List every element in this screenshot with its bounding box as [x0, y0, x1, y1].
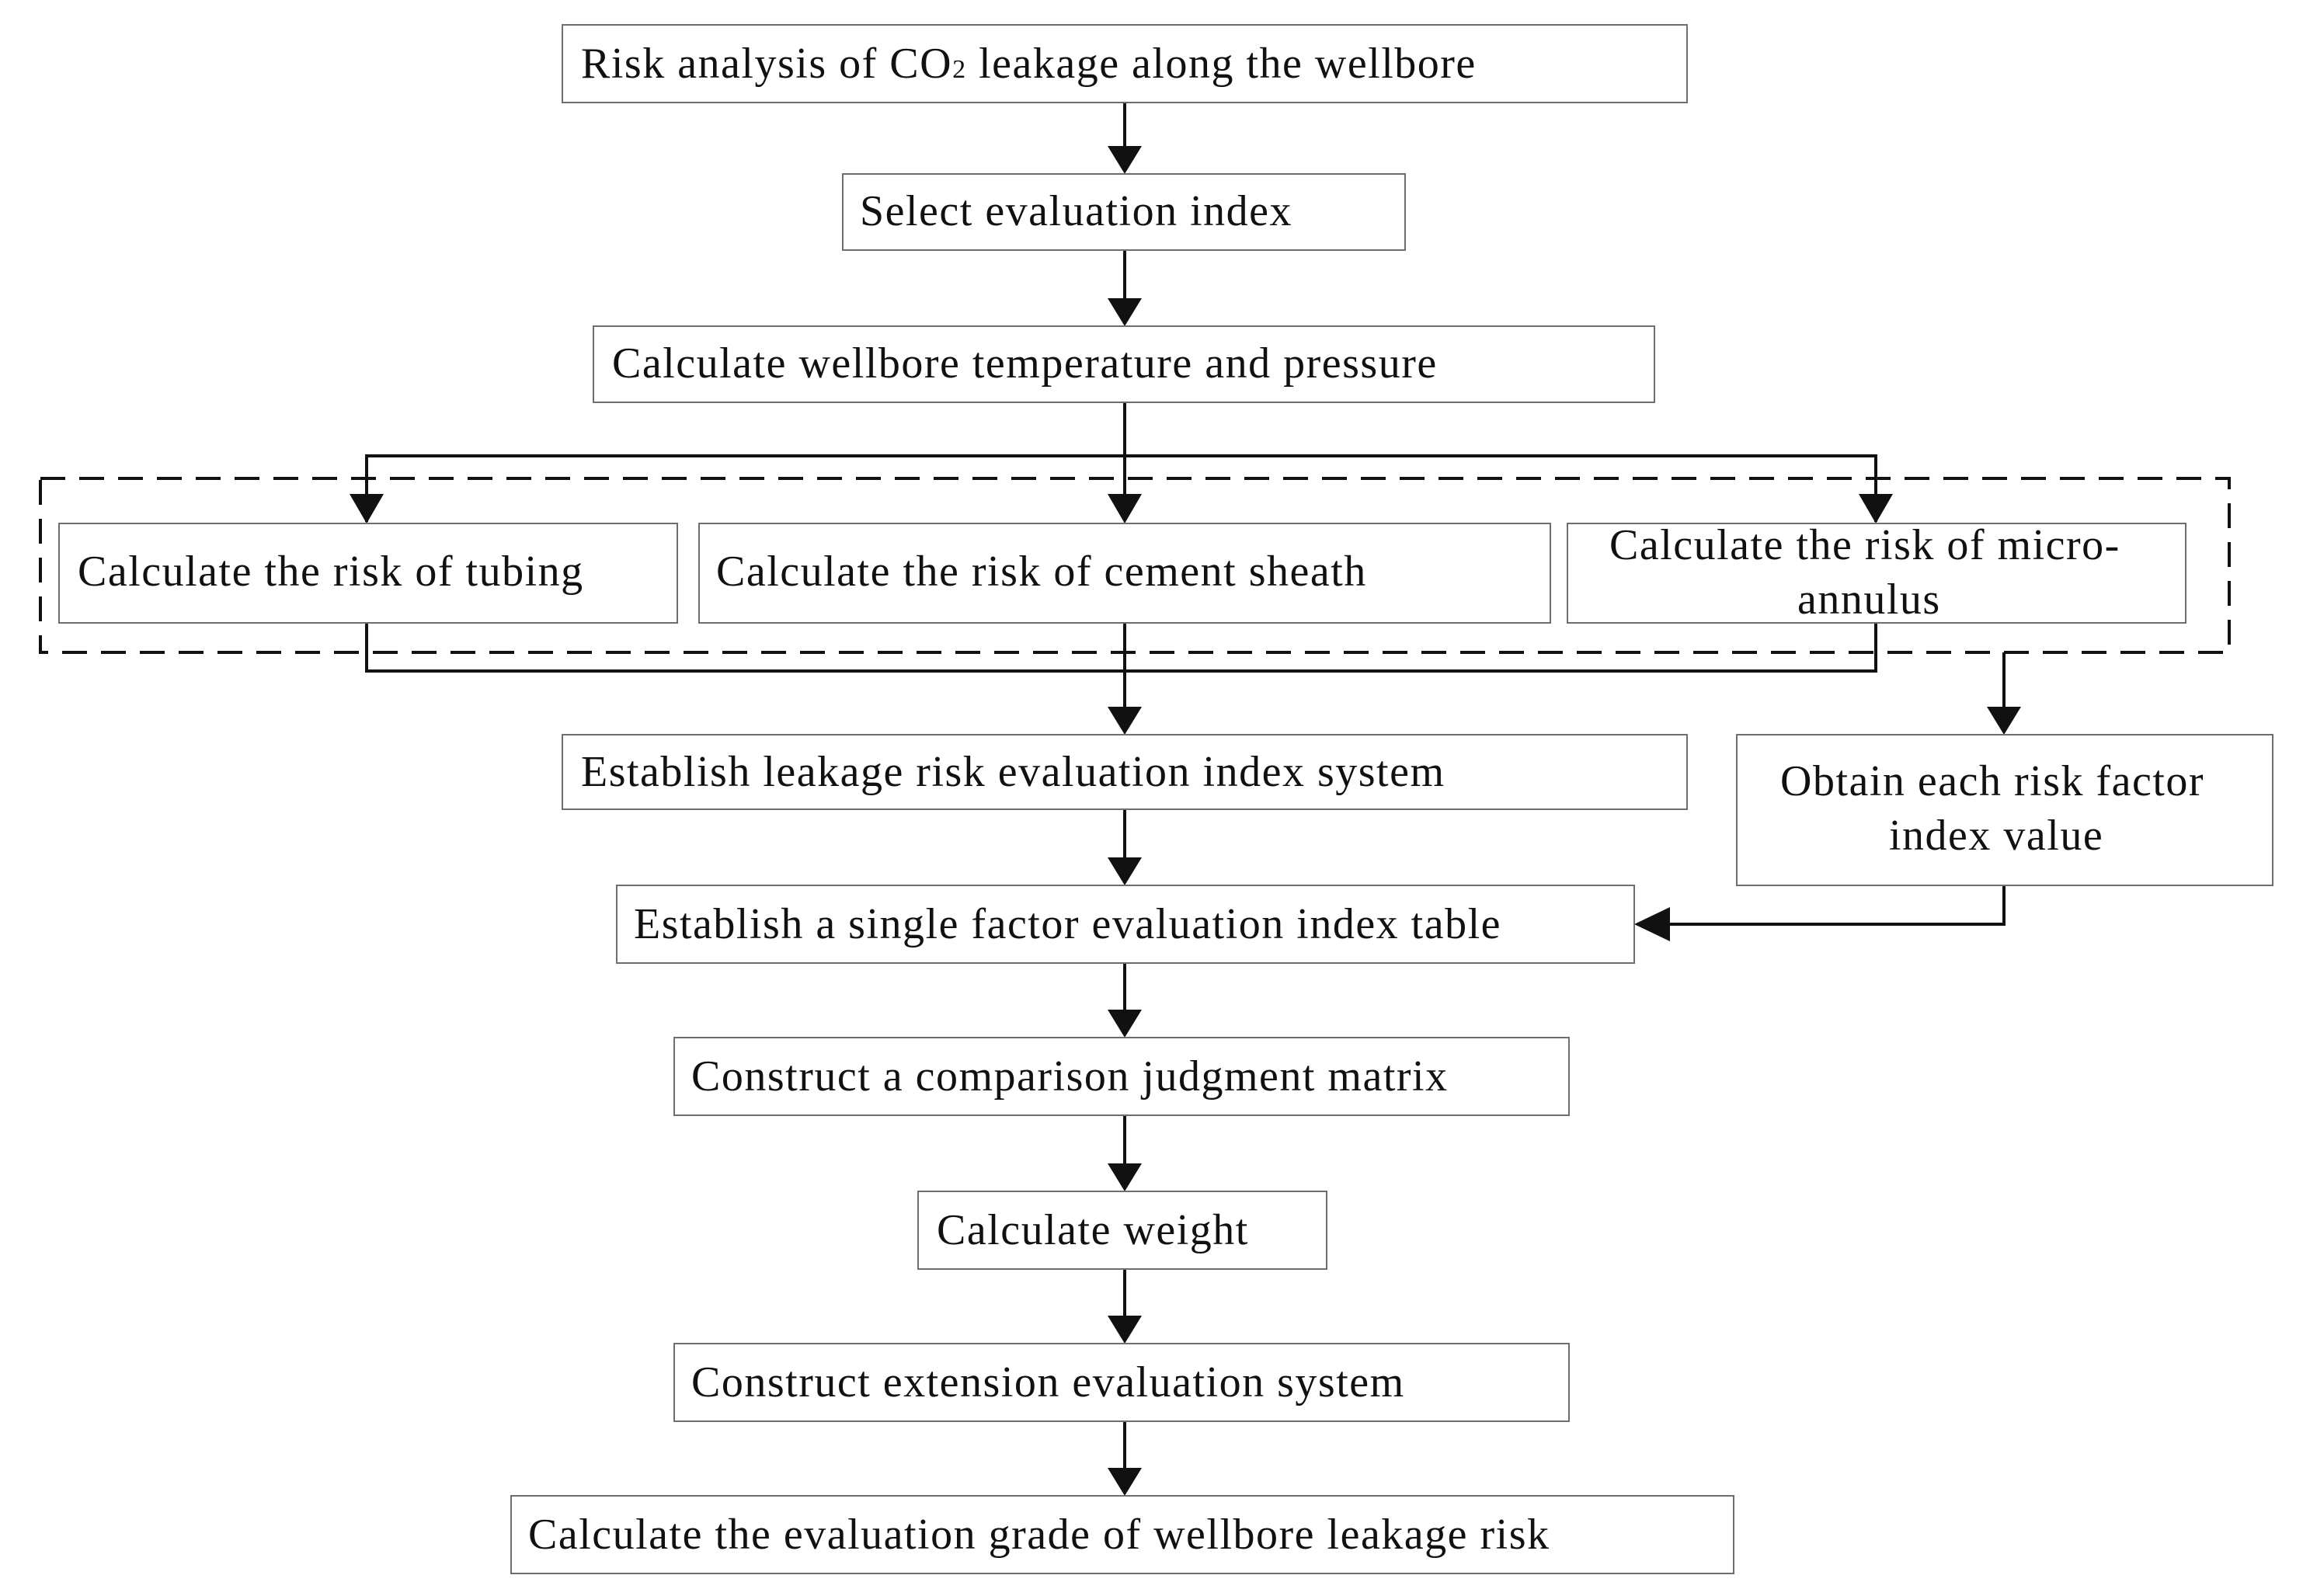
node-comparison-matrix: Construct a comparison judgment matrix [673, 1037, 1570, 1116]
node-calc-tubing-label: Calculate the risk of tubing [78, 548, 584, 596]
node-extension-system: Construct extension evaluation system [673, 1343, 1570, 1422]
node-calc-micro-label-1: Calculate the risk of micro- [1609, 521, 2120, 569]
node-calc-micro-label-2: annulus [1797, 575, 1941, 624]
node-calc-weight-label: Calculate weight [937, 1206, 1249, 1254]
node-evaluation-grade: Calculate the evaluation grade of wellbo… [510, 1495, 1734, 1574]
node-evaluation-grade-label: Calculate the evaluation grade of wellbo… [528, 1511, 1550, 1559]
node-calc-micro-annulus: Calculate the risk of micro- annulus [1567, 521, 2186, 624]
node-risk-analysis: Risk analysis of CO2 leakage along the w… [562, 24, 1688, 103]
node-calc-cement-label: Calculate the risk of cement sheath [716, 548, 1367, 596]
node-calc-tubing: Calculate the risk of tubing [58, 523, 678, 624]
node-establish-system-label: Establish leakage risk evaluation index … [581, 748, 1445, 796]
node-obtain-label-2: index value [1889, 812, 2103, 860]
node-single-factor-table: Establish a single factor evaluation ind… [616, 885, 1635, 964]
node-calc-cement: Calculate the risk of cement sheath [698, 523, 1551, 624]
split-bar [365, 454, 1877, 522]
node-single-factor-table-label: Establish a single factor evaluation ind… [634, 900, 1501, 948]
node-select-index: Select evaluation index [842, 173, 1406, 251]
node-obtain-index-value: Obtain each risk factor index value [1736, 734, 2273, 886]
node-select-index-label: Select evaluation index [860, 187, 1292, 235]
node-calc-temp-pressure-label: Calculate wellbore temperature and press… [612, 339, 1438, 388]
node-extension-system-label: Construct extension evaluation system [691, 1358, 1405, 1406]
node-risk-analysis-label: Risk analysis of CO2 leakage along the w… [581, 40, 1477, 88]
merge-bar [365, 623, 1877, 673]
node-calc-weight: Calculate weight [917, 1191, 1327, 1270]
node-calc-temp-pressure: Calculate wellbore temperature and press… [593, 325, 1655, 403]
risk-calculation-group [39, 477, 2231, 654]
node-comparison-matrix-label: Construct a comparison judgment matrix [691, 1052, 1449, 1101]
connectors [350, 103, 2021, 1496]
node-establish-system: Establish leakage risk evaluation index … [562, 734, 1688, 810]
arrow-obtain-to-table [1651, 885, 2006, 926]
node-obtain-label-1: Obtain each risk factor [1780, 757, 2204, 805]
